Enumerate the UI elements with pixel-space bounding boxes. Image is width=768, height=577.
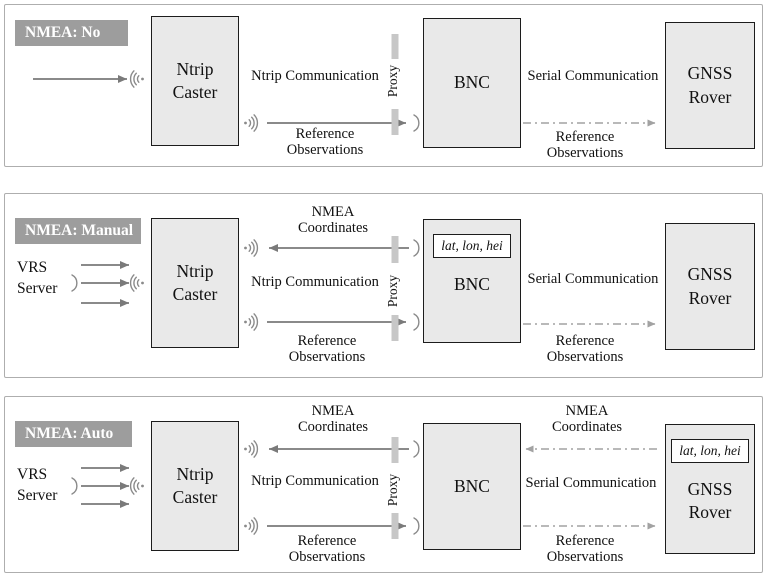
- box-gnss-rover: GNSS Rover: [665, 22, 755, 149]
- label-nmea-coordinates-right: NMEA Coordinates: [551, 403, 623, 436]
- vrs-server-label: VRS Server: [17, 259, 58, 297]
- box-ntrip-caster: Ntrip Caster: [151, 218, 239, 348]
- box-bnc: BNC: [423, 423, 521, 550]
- box-label: GNSS Rover: [687, 478, 733, 522]
- label-nmea-coordinates: NMEA Coordinates: [297, 204, 369, 237]
- panel-nmea-auto: NMEA: Auto VRS Server Ntrip Caster BNC l…: [4, 396, 763, 573]
- chip-lat-lon-hei: lat, lon, hei: [671, 439, 749, 463]
- mode-badge: NMEA: Auto: [15, 421, 132, 447]
- antenna-arc-icon: [413, 313, 420, 331]
- proxy-label: Proxy: [385, 274, 400, 308]
- wires-layer: [71, 437, 657, 539]
- box-label: GNSS Rover: [687, 63, 733, 107]
- mode-badge: NMEA: No: [15, 20, 128, 46]
- chip-lat-lon-hei: lat, lon, hei: [433, 234, 511, 258]
- box-label: GNSS Rover: [687, 264, 733, 308]
- antenna-arc-icon: [413, 114, 420, 132]
- wireless-wave-icon: [129, 274, 145, 292]
- label-reference-observations-right: Reference Observations: [546, 333, 624, 366]
- box-ntrip-caster: Ntrip Caster: [151, 16, 239, 146]
- box-gnss-rover: lat, lon, hei GNSS Rover: [665, 424, 755, 554]
- antenna-arc-icon: [413, 517, 420, 535]
- label-ntrip-communication: Ntrip Communication: [251, 274, 379, 290]
- vrs-server-label: VRS Server: [17, 466, 58, 504]
- label-serial-communication: Serial Communication: [527, 271, 659, 287]
- proxy-bar: [391, 109, 399, 135]
- panel-nmea-no: NMEA: No Ntrip Caster BNC GNSS Rover Ntr…: [4, 4, 763, 167]
- box-label: Ntrip Caster: [172, 463, 218, 507]
- box-ntrip-caster: Ntrip Caster: [151, 421, 239, 551]
- wireless-wave-icon: [243, 517, 259, 535]
- label-reference-observations-left: Reference Observations: [286, 126, 364, 159]
- proxy-bar: [391, 34, 399, 59]
- label-reference-observations-left: Reference Observations: [288, 533, 366, 566]
- proxy-label: Proxy: [385, 473, 400, 507]
- label-reference-observations-right: Reference Observations: [546, 129, 624, 162]
- box-bnc: BNC: [423, 18, 521, 148]
- wires-layer: [33, 34, 656, 135]
- label-reference-observations-right: Reference Observations: [546, 533, 624, 566]
- proxy-bar: [391, 236, 399, 263]
- box-label: Ntrip Caster: [172, 58, 218, 102]
- proxy-bar: [391, 315, 399, 341]
- label-ntrip-communication: Ntrip Communication: [251, 68, 379, 84]
- mode-badge: NMEA: Manual: [15, 218, 141, 244]
- antenna-arc-icon: [413, 440, 420, 458]
- box-label: Ntrip Caster: [172, 260, 218, 304]
- proxy-bar: [391, 437, 399, 463]
- wires-layer: [71, 236, 656, 341]
- box-label: BNC: [454, 475, 490, 496]
- box-gnss-rover: GNSS Rover: [665, 223, 755, 350]
- panel-nmea-manual: NMEA: Manual VRS Server Ntrip Caster lat…: [4, 193, 763, 378]
- label-serial-communication: Serial Communication: [527, 68, 659, 84]
- wireless-wave-icon: [243, 313, 259, 331]
- wireless-wave-icon: [129, 70, 145, 88]
- antenna-arc-icon: [413, 239, 420, 257]
- box-bnc: lat, lon, hei BNC: [423, 219, 521, 343]
- label-serial-communication: Serial Communication: [525, 475, 657, 491]
- box-label: BNC: [454, 72, 490, 93]
- label-reference-observations-left: Reference Observations: [288, 333, 366, 366]
- box-label: BNC: [454, 273, 490, 294]
- wireless-wave-icon: [129, 477, 145, 495]
- wireless-wave-icon: [243, 239, 259, 257]
- wireless-wave-icon: [243, 440, 259, 458]
- label-nmea-coordinates-left: NMEA Coordinates: [297, 403, 369, 436]
- wireless-wave-icon: [243, 114, 259, 132]
- proxy-bar: [391, 513, 399, 539]
- proxy-label: Proxy: [385, 64, 400, 98]
- label-ntrip-communication: Ntrip Communication: [251, 473, 379, 489]
